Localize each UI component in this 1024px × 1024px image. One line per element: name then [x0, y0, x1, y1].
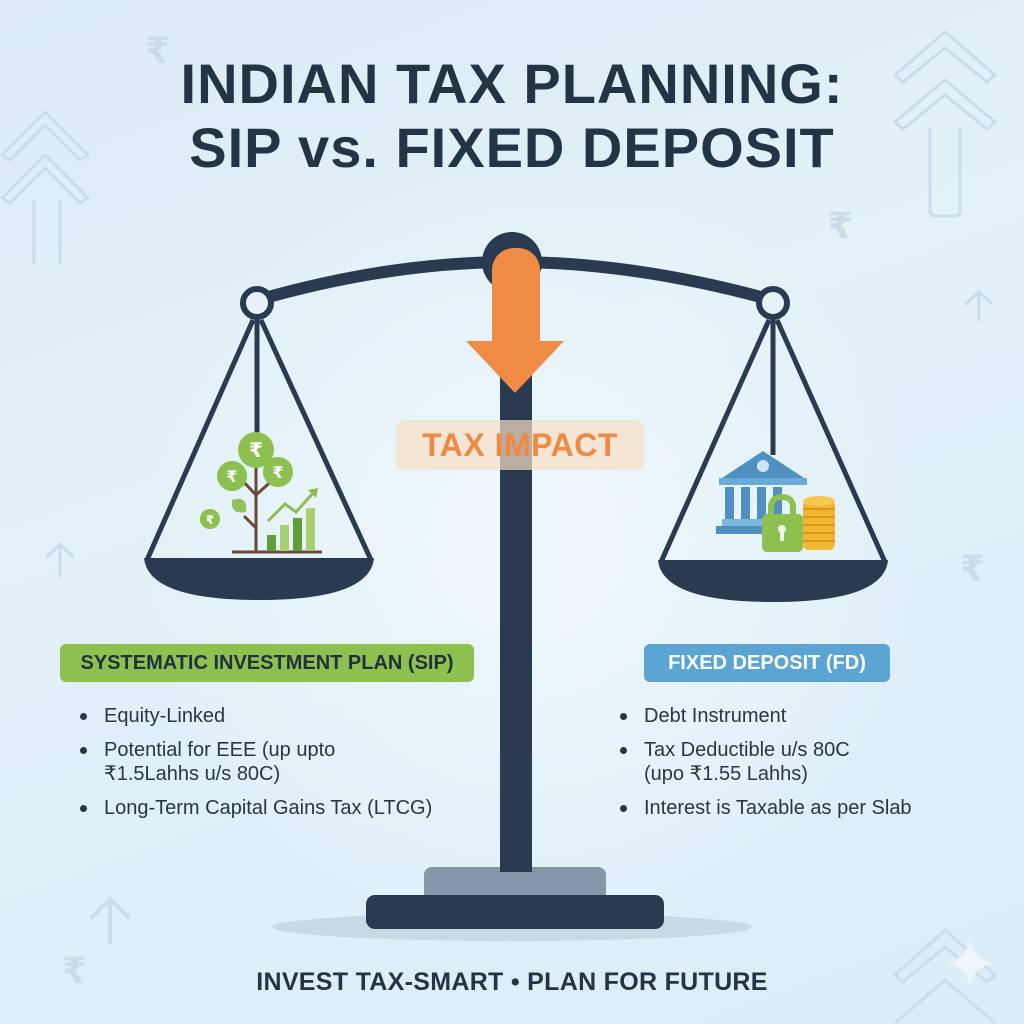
growth-bar-chart-icon	[266, 488, 318, 551]
left-pan	[144, 558, 374, 600]
list-item: Debt Instrument	[616, 704, 976, 728]
list-item: Tax Deductible u/s 80C (upo ₹1.55 Lahhs)	[616, 738, 976, 786]
scale-base-bottom	[366, 895, 664, 929]
footer-tagline: INVEST TAX-SMART • PLAN FOR FUTURE	[256, 968, 768, 996]
right-hook-ring	[756, 286, 790, 320]
money-tree-icon: ₹ ₹ ₹ ₹	[200, 432, 322, 554]
double-chevron-up-icon	[0, 100, 95, 265]
sip-heading-badge: SYSTEMATIC INVESTMENT PLAN (SIP)	[60, 644, 474, 682]
rupee-icon: ₹	[62, 950, 88, 991]
fd-points-list: Debt Instrument Tax Deductible u/s 80C (…	[616, 704, 976, 830]
arrow-up-icon	[44, 540, 76, 580]
double-chevron-up-icon	[890, 30, 1000, 220]
double-chevron-up-icon	[890, 925, 1000, 1024]
list-item-line: ₹1.5Lahhs u/s 80C)	[104, 763, 281, 785]
rupee-icon: ₹	[960, 548, 986, 589]
sip-points-list: Equity-Linked Potential for EEE (up upto…	[76, 704, 496, 830]
list-item-line: Tax Deductible u/s 80C	[644, 739, 850, 761]
left-hook-ring	[240, 286, 274, 320]
arrow-up-icon	[962, 288, 996, 322]
padlock-icon	[762, 493, 803, 552]
list-item: Interest is Taxable as per Slab	[616, 796, 976, 820]
arrow-up-icon	[88, 895, 132, 947]
rupee-icon: ₹	[828, 205, 854, 246]
svg-text:₹: ₹	[249, 438, 263, 462]
right-pan	[658, 560, 888, 602]
list-item-line: (upo ₹1.55 Lahhs)	[644, 763, 808, 785]
list-item-line: Potential for EEE (up upto	[104, 739, 336, 761]
scale-base-top	[424, 867, 606, 901]
svg-text:₹: ₹	[226, 467, 237, 486]
svg-text:₹: ₹	[206, 513, 214, 527]
list-item: Long-Term Capital Gains Tax (LTCG)	[76, 796, 496, 820]
list-item: Equity-Linked	[76, 704, 496, 728]
title-line-2: SIP vs. FIXED DEPOSIT	[189, 116, 835, 179]
rupee-icon: ₹	[145, 30, 171, 71]
list-item: Potential for EEE (up upto ₹1.5Lahhs u/s…	[76, 738, 496, 786]
sparkle-icon	[946, 938, 994, 993]
title-line-1: INDIAN TAX PLANNING:	[180, 52, 844, 115]
tax-impact-label: TAX IMPACT	[396, 420, 644, 470]
fd-heading-badge: FIXED DEPOSIT (FD)	[644, 644, 890, 682]
tax-down-arrow-icon	[466, 248, 564, 393]
page-title: INDIAN TAX PLANNING: SIP vs. FIXED DEPOS…	[0, 52, 1024, 180]
svg-text:₹: ₹	[272, 463, 283, 482]
coin-stack-icon	[803, 496, 835, 550]
